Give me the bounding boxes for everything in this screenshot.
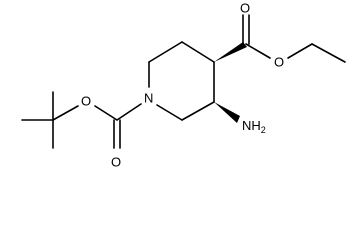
ethyl-ch2-ch3-bond: [311, 43, 346, 63]
boc-protecting-group: [21, 91, 142, 149]
ring-bond-c5-c6: [181, 101, 215, 121]
ester-c-o-bond: [245, 43, 271, 59]
amine-nh-text: NH: [242, 118, 261, 133]
boc-c-o-bond: [94, 105, 118, 121]
ring-bond-c3-c4: [181, 41, 215, 63]
ethyl-ester-group: [214, 14, 346, 63]
piperidine-ring: [148, 41, 215, 121]
atom-label-ester-oxygen: O: [274, 54, 284, 69]
atom-label-ester-carbonyl-oxygen: O: [240, 0, 250, 15]
atom-label-boc-oxygen: O: [81, 93, 91, 108]
ester-o-ch2-bond: [287, 43, 313, 59]
atom-label-ring-nitrogen: N: [144, 90, 153, 105]
stereo-wedge-c4-carbonyl: [214, 42, 247, 62]
stereo-wedge-c5-nh2: [214, 102, 240, 123]
amino-group: [214, 102, 240, 123]
ring-bond-c6-n1: [156, 104, 183, 121]
atom-label-boc-carbonyl-oxygen: O: [111, 154, 121, 169]
atom-label-amine: NH2: [242, 118, 266, 135]
ring-bond-c2-c3: [148, 41, 183, 63]
molecule-structure-diagram: O O N O O NH2: [21, 0, 346, 169]
n-carbonyl-bond: [116, 103, 142, 121]
boc-o-cq-bond: [52, 105, 79, 121]
amine-subscript-2: 2: [261, 125, 266, 135]
